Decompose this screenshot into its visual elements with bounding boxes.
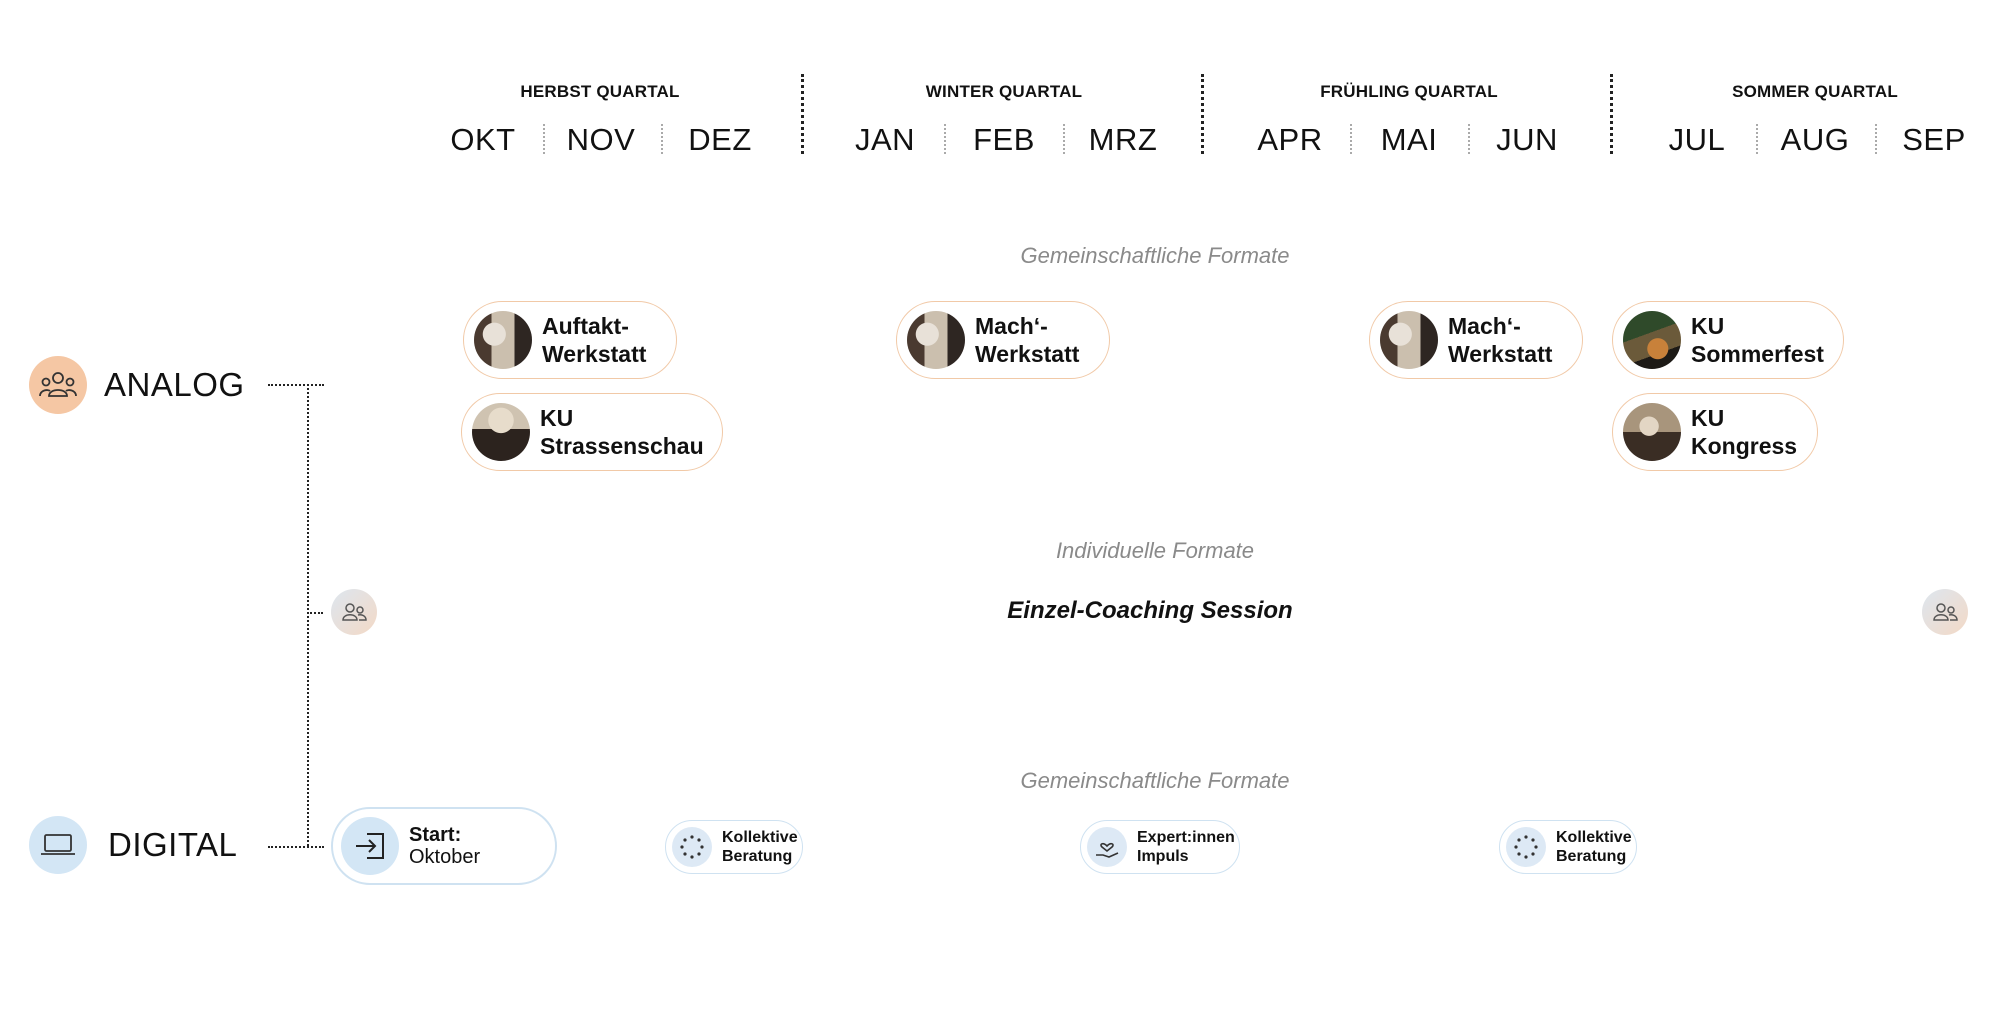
individual-connector-line	[307, 612, 323, 614]
person-icon	[1933, 603, 1958, 621]
event-label: KU Strassenschau	[540, 405, 704, 459]
event-photo	[1380, 311, 1438, 369]
month-divider	[661, 124, 663, 154]
digital-start-text: Start: Oktober	[409, 824, 480, 868]
month-jun: JUN	[1496, 122, 1558, 157]
month-okt: OKT	[450, 122, 516, 157]
month-divider	[1875, 124, 1877, 154]
hand-heart-icon	[1087, 827, 1127, 867]
event-ku-kongress[interactable]: KU Kongress	[1612, 393, 1818, 471]
individual-end-icon	[1922, 589, 1968, 635]
analog-channel-icon	[29, 356, 87, 414]
quarter-title-sommer: SOMMER QUARTAL	[1732, 82, 1898, 101]
event-ku-sommerfest[interactable]: KU Sommerfest	[1612, 301, 1844, 379]
event-photo	[474, 311, 532, 369]
month-feb: FEB	[973, 122, 1035, 157]
individual-start-icon	[331, 589, 377, 635]
event-label: KU Sommerfest	[1691, 313, 1824, 367]
section-label-analog-group: Gemeinschaftliche Formate	[1020, 243, 1290, 268]
event-label: Mach‘- Werkstatt	[1448, 313, 1553, 367]
digital-start-subtitle: Oktober	[409, 846, 481, 868]
month-divider	[543, 124, 545, 154]
event-mach-werkstatt-fruehling[interactable]: Mach‘- Werkstatt	[1369, 301, 1583, 379]
digital-connector-line	[268, 846, 324, 848]
month-jan: JAN	[854, 122, 916, 157]
event-label: Auftakt- Werkstatt	[542, 313, 647, 367]
month-sep: SEP	[1902, 122, 1966, 157]
month-divider	[1756, 124, 1758, 154]
event-photo	[907, 311, 965, 369]
digital-start-card[interactable]: Start: Oktober	[331, 807, 557, 885]
individual-format-label[interactable]: Einzel-Coaching Session	[1007, 597, 1293, 624]
month-mai: MAI	[1380, 122, 1438, 157]
month-divider	[1468, 124, 1470, 154]
quarter-title-herbst: HERBST QUARTAL	[520, 82, 680, 101]
event-mach-werkstatt-winter[interactable]: Mach‘- Werkstatt	[896, 301, 1110, 379]
quarter-divider	[801, 74, 804, 154]
month-divider	[1063, 124, 1065, 154]
event-label: Mach‘- Werkstatt	[975, 313, 1080, 367]
month-divider	[944, 124, 946, 154]
section-label-individual: Individuelle Formate	[1055, 538, 1255, 563]
quarter-divider	[1610, 74, 1613, 154]
quarter-title-winter: WINTER QUARTAL	[925, 82, 1083, 101]
analog-channel-label: ANALOG	[104, 366, 245, 403]
event-photo	[1623, 311, 1681, 369]
analog-connector-line	[268, 384, 324, 386]
event-auftakt-werkstatt[interactable]: Auftakt- Werkstatt	[463, 301, 677, 379]
channel-vertical-connector	[307, 384, 309, 846]
digital-event-expertinnen-impuls[interactable]: Expert:innen Impuls	[1080, 820, 1240, 874]
dotted-circle-icon	[672, 827, 712, 867]
event-label: Kollektive Beratung	[722, 829, 798, 865]
login-arrow-icon	[341, 817, 399, 875]
person-icon	[342, 603, 367, 621]
event-ku-strassenschau[interactable]: KU Strassenschau	[461, 393, 723, 471]
dotted-circle-icon	[1506, 827, 1546, 867]
month-nov: NOV	[566, 122, 636, 157]
quarter-title-fruehling: FRÜHLING QUARTAL	[1320, 82, 1498, 101]
laptop-icon	[41, 834, 75, 855]
event-label: KU Kongress	[1691, 405, 1798, 459]
digital-event-kollektive-beratung-1[interactable]: Kollektive Beratung	[665, 820, 803, 874]
event-label: Expert:innen Impuls	[1137, 829, 1235, 865]
quarter-divider	[1201, 74, 1204, 154]
digital-start-title: Start:	[409, 824, 462, 846]
digital-event-kollektive-beratung-2[interactable]: Kollektive Beratung	[1499, 820, 1637, 874]
month-aug: AUG	[1780, 122, 1850, 157]
event-photo	[472, 403, 530, 461]
month-apr: APR	[1257, 122, 1323, 157]
people-icon	[39, 372, 77, 397]
month-divider	[1350, 124, 1352, 154]
month-jul: JUL	[1668, 122, 1726, 157]
digital-channel-label: DIGITAL	[108, 826, 238, 863]
section-label-digital-group: Gemeinschaftliche Formate	[1020, 768, 1290, 793]
month-dez: DEZ	[688, 122, 752, 157]
digital-channel-icon	[29, 816, 87, 874]
month-mrz: MRZ	[1088, 122, 1158, 157]
event-label: Kollektive Beratung	[1556, 829, 1632, 865]
event-photo	[1623, 403, 1681, 461]
